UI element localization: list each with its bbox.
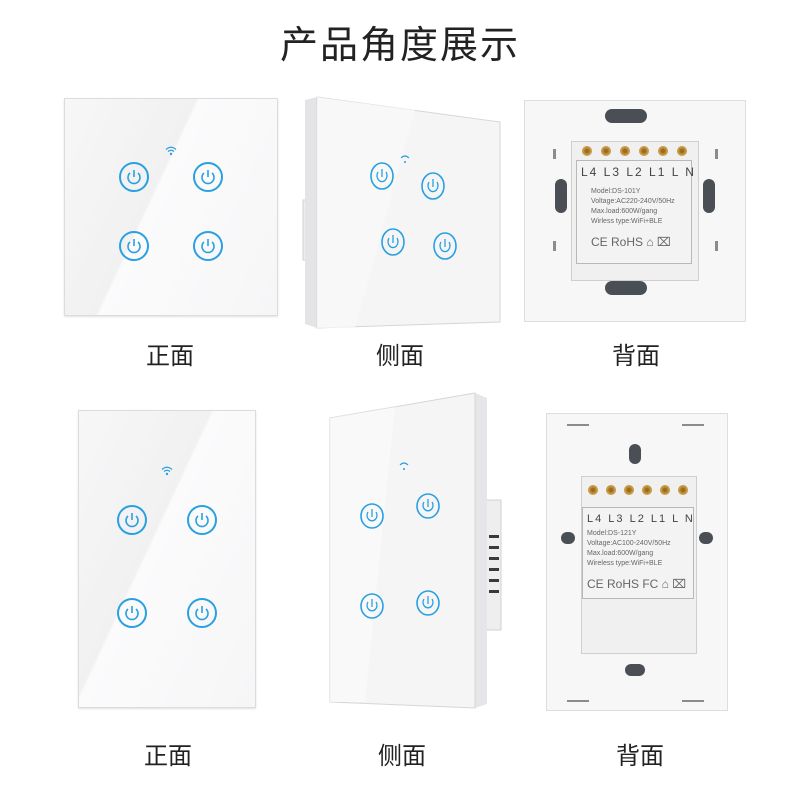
max-load-text: Max.load:600W/gang: [591, 208, 658, 215]
power-button-3[interactable]: [119, 231, 149, 261]
relay-module: L4 L3 L2 L1 L N Model:DS-101Y Voltage:AC…: [571, 141, 699, 281]
rect-back-panel: L4 L3 L2 L1 L N Model:DS-121Y Voltage:AC…: [546, 413, 728, 711]
terminal-labels: L4 L3 L2 L1 L N: [581, 165, 696, 179]
power-button-1[interactable]: [119, 162, 149, 192]
power-icon: [433, 232, 457, 260]
power-icon: [381, 228, 405, 256]
max-load-text: Max.load:600W/gang: [587, 550, 654, 557]
power-button-4[interactable]: [187, 598, 217, 628]
square-back-panel: L4 L3 L2 L1 L N Model:DS-101Y Voltage:AC…: [524, 100, 746, 322]
power-icon: [416, 493, 440, 519]
power-icon: [416, 590, 440, 616]
power-button-2[interactable]: [187, 505, 217, 535]
certification-marks: CE RoHS FC ⌂ ⌧: [587, 577, 687, 591]
wireless-text: Wirless type:WiFi+BLE: [591, 218, 663, 225]
rect-front-panel: [78, 410, 256, 708]
caption-side: 侧面: [378, 742, 426, 770]
power-icon: [421, 172, 445, 200]
square-side-panel: [302, 96, 501, 329]
power-button-1[interactable]: [117, 505, 147, 535]
square-front-panel: [64, 98, 278, 316]
caption-back: 背面: [616, 742, 664, 770]
caption-side: 侧面: [376, 342, 424, 370]
power-icon: [125, 606, 139, 621]
model-text: Model:DS-121Y: [587, 530, 637, 537]
rect-side-panel: [329, 392, 502, 709]
caption-front: 正面: [144, 742, 192, 770]
terminal-labels: L4 L3 L2 L1 L N: [587, 513, 695, 525]
voltage-text: Voltage:AC100-240V/50Hz: [587, 540, 671, 547]
power-icon: [125, 513, 139, 528]
power-button-4[interactable]: [193, 231, 223, 261]
wifi-icon: [165, 146, 177, 156]
power-button-2[interactable]: [193, 162, 223, 192]
wifi-icon: [161, 466, 173, 476]
power-icon: [201, 239, 215, 254]
power-icon: [195, 606, 209, 621]
spec-label: L4 L3 L2 L1 L N Model:DS-101Y Voltage:AC…: [576, 160, 696, 264]
certification-marks: CE RoHS ⌂ ⌧: [591, 235, 671, 249]
model-text: Model:DS-101Y: [591, 188, 641, 195]
relay-module: L4 L3 L2 L1 L N Model:DS-121Y Voltage:AC…: [581, 476, 697, 654]
power-icon: [201, 170, 215, 185]
wireless-text: Wireless type:WiFi+BLE: [587, 560, 663, 567]
power-icon: [195, 513, 209, 528]
power-icon: [127, 239, 141, 254]
caption-front: 正面: [146, 342, 194, 370]
voltage-text: Voltage:AC220-240V/50Hz: [591, 198, 675, 205]
power-icon: [127, 170, 141, 185]
power-icon: [360, 593, 384, 619]
power-icon: [370, 162, 394, 190]
page-title: 产品角度展示: [279, 23, 520, 67]
power-icon: [360, 503, 384, 529]
spec-label: L4 L3 L2 L1 L N Model:DS-121Y Voltage:AC…: [582, 507, 694, 599]
caption-back: 背面: [612, 342, 660, 370]
power-button-3[interactable]: [117, 598, 147, 628]
